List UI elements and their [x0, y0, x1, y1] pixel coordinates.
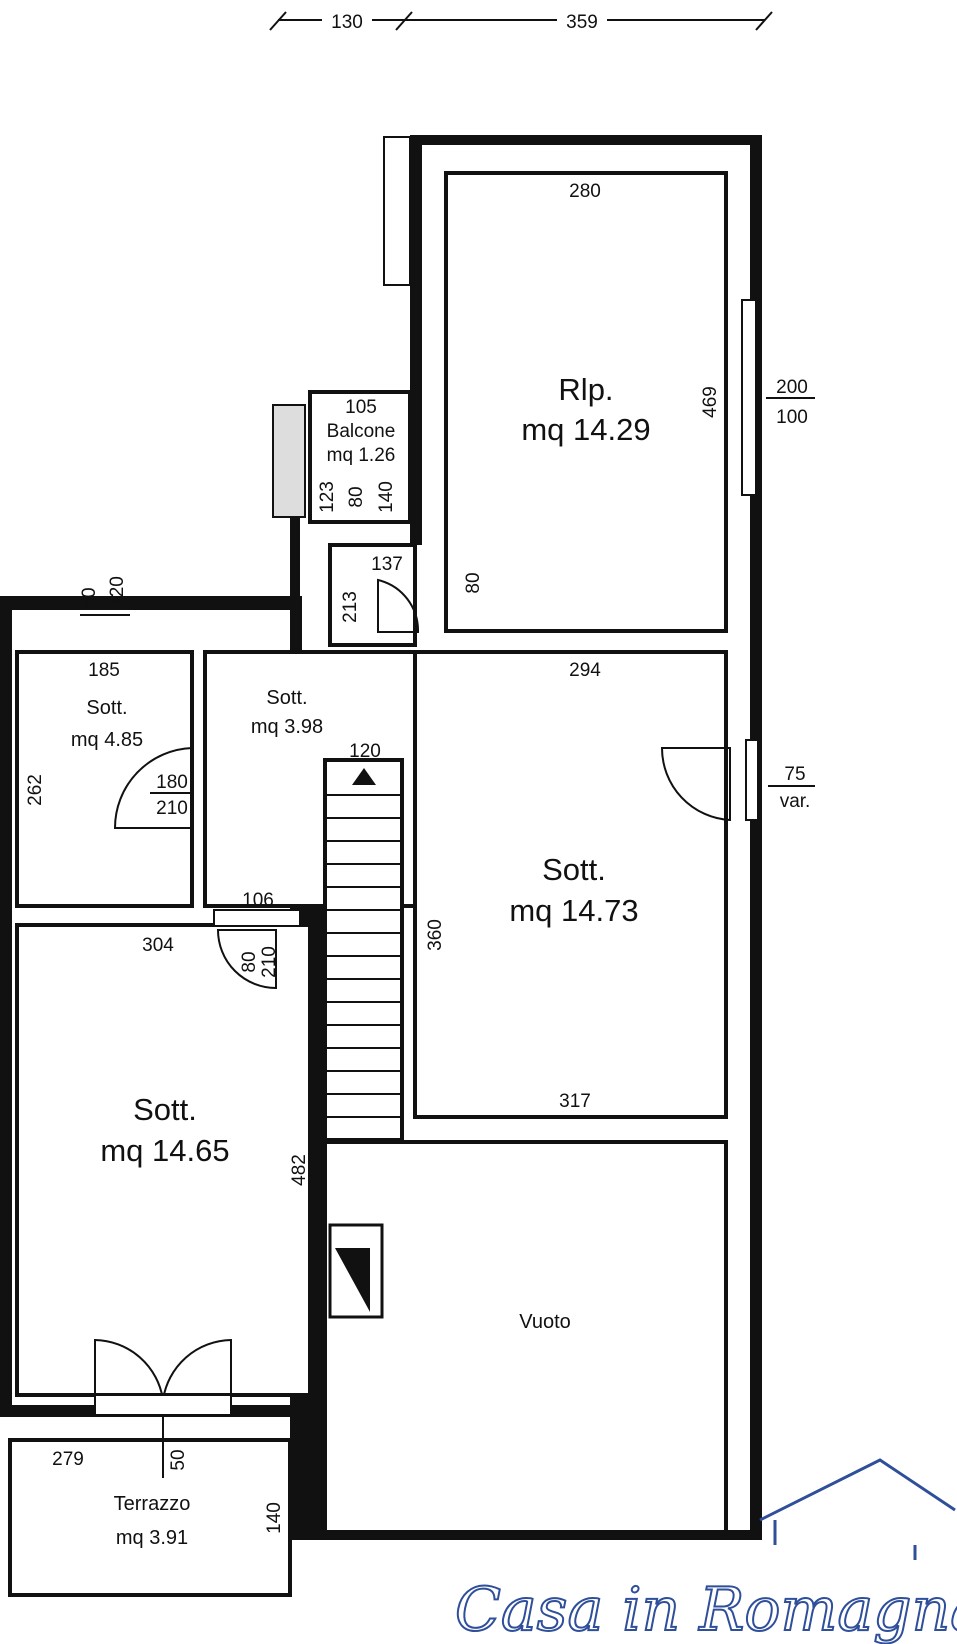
balcone-d2: 80	[346, 486, 367, 507]
sott-right-win-h: var.	[780, 791, 811, 812]
staircase	[323, 758, 404, 1142]
sott-large-width: 304	[142, 935, 174, 956]
sott-right-area: mq 14.73	[509, 893, 638, 928]
rlp-height: 469	[700, 386, 721, 418]
window-right-top-h: 100	[776, 407, 808, 428]
sott-mid-name: Sott.	[266, 687, 307, 709]
sott-small-door-w: 180	[156, 772, 188, 793]
sott-right-name: Sott.	[542, 852, 606, 887]
sott-large-bottom-mid: 50	[168, 1449, 189, 1470]
sott-small-area: mq 4.85	[71, 729, 143, 751]
rlp-width: 280	[569, 181, 601, 202]
sott-large-bottom-left: 279	[52, 1449, 84, 1470]
terrazzo-name: Terrazzo	[114, 1493, 191, 1515]
rlp-area: mq 14.29	[521, 412, 650, 447]
room-terrazzo: 279 50 Terrazzo mq 3.91 140	[8, 1417, 292, 1597]
window-right-top: 200 100	[766, 377, 815, 428]
sott-small-top-a: 50	[79, 587, 100, 608]
sott-small-width: 185	[88, 660, 120, 681]
stair-arrow-icon	[352, 768, 376, 785]
sott-large-height: 482	[289, 1154, 310, 1186]
room-sott-large: 106 304 80 210 Sott. mq 14.65 482	[15, 890, 312, 1416]
corridor: 137 213 80	[328, 543, 484, 647]
house-wall-icon	[773, 1520, 917, 1560]
chimney-icon	[335, 1248, 370, 1312]
balcone-area: mq 1.26	[327, 445, 396, 466]
sott-large-name: Sott.	[133, 1092, 197, 1127]
top-dimension-line: 130 359	[269, 8, 773, 33]
sott-small-height: 262	[25, 774, 46, 806]
balcone-d1: 123	[317, 481, 338, 513]
stair-width: 120	[349, 741, 381, 762]
terrazzo-side: 140	[264, 1502, 285, 1534]
sott-mid-area: mq 3.98	[251, 716, 323, 738]
sott-small-top-b: 120	[107, 576, 128, 608]
room-balcone: 105 Balcone mq 1.26 123 80 140	[272, 390, 412, 524]
corridor-height: 213	[340, 591, 361, 623]
sott-small-name: Sott.	[86, 697, 127, 719]
rlp-name: Rlp.	[558, 372, 613, 407]
sott-large-door-a: 80	[239, 951, 260, 972]
sott-large-area: mq 14.65	[100, 1133, 229, 1168]
vuoto-name: Vuoto	[519, 1311, 571, 1333]
house-roof-icon	[759, 1458, 956, 1522]
sott-right-width-top: 294	[569, 660, 601, 681]
logo: Casa in Romagna	[454, 1458, 957, 1644]
sott-right-height: 360	[425, 919, 446, 951]
terrazzo-area: mq 3.91	[116, 1527, 188, 1549]
sott-right-width-bottom: 317	[559, 1091, 591, 1112]
room-vuoto: Vuoto	[323, 1140, 728, 1534]
sott-large-door-top: 106	[242, 890, 274, 911]
room-sott-right: 294 Sott. mq 14.73 360 317 75 var.	[413, 650, 815, 1119]
sott-small-door-h: 210	[156, 798, 188, 819]
dim-top-130: 130	[331, 12, 363, 33]
corridor-width: 137	[371, 554, 403, 575]
balcone-d3: 140	[376, 481, 397, 513]
dim-top-359: 359	[566, 12, 598, 33]
corridor-side: 80	[463, 572, 484, 593]
balcone-width: 105	[345, 397, 377, 418]
room-sott-small-left: 50 120 185 Sott. mq 4.85 262 180 210	[15, 576, 194, 908]
window-right-top-w: 200	[776, 377, 808, 398]
room-rlp: 280 Rlp. mq 14.29 469	[383, 136, 757, 633]
sott-right-win-w: 75	[784, 764, 805, 785]
logo-text: Casa in Romagna	[455, 1575, 957, 1644]
balcone-name: Balcone	[327, 421, 396, 442]
sott-large-door-b: 210	[259, 946, 280, 978]
